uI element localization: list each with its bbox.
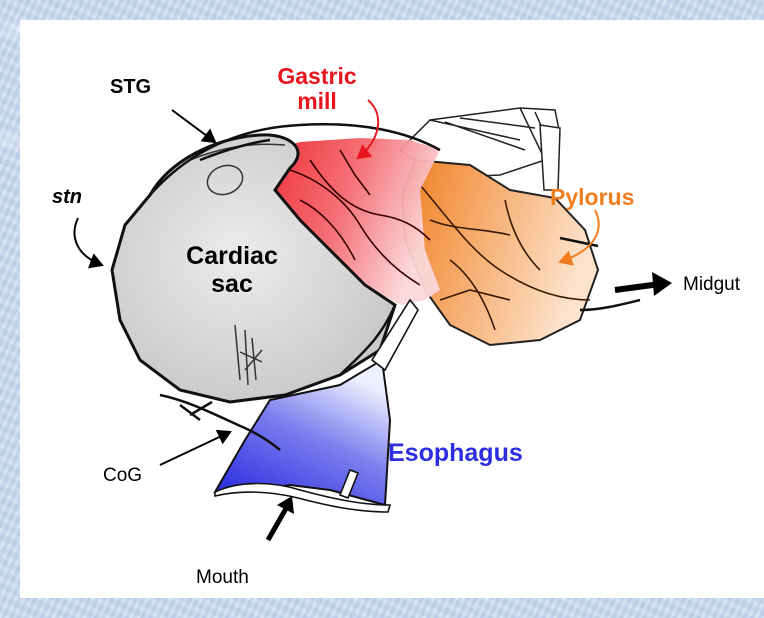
cog-label: CoG (103, 466, 142, 487)
cardiac-sac-label-line2: sac (172, 271, 292, 299)
esophagus-label: Esophagus (388, 440, 523, 468)
mouth-arrow (268, 505, 288, 540)
gastric-mill-label-line2: mill (262, 89, 372, 114)
cardiac-sac-label: Cardiac sac (172, 243, 292, 298)
cog-arrow (160, 432, 230, 465)
stn-label: stn (52, 186, 82, 208)
stg-arrow (172, 110, 215, 142)
pylorus-label: Pylorus (550, 185, 634, 210)
stg-label: STG (110, 76, 151, 98)
midgut-arrowhead (652, 272, 672, 296)
gastric-mill-label-line1: Gastric (262, 64, 372, 89)
midgut-label: Midgut (683, 275, 740, 296)
cardiac-sac-label-line1: Cardiac (172, 243, 292, 271)
gastric-mill-label: Gastric mill (262, 64, 372, 115)
stn-arrow (75, 218, 102, 265)
mouth-label: Mouth (196, 568, 249, 589)
